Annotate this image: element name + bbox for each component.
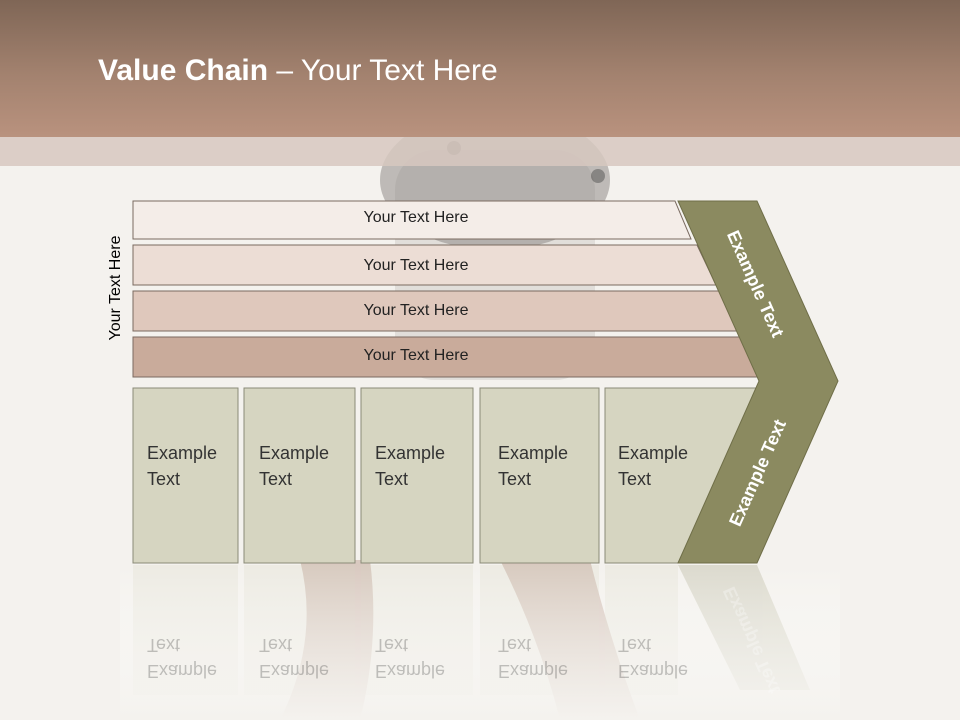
cell-2-reflection: Example Text: [259, 632, 329, 684]
cell-5-reflection: Example Text: [618, 632, 688, 684]
cell-4-reflection-line2: Text: [498, 635, 532, 655]
cell-2-line1: Example: [259, 443, 330, 463]
header-band: [0, 0, 960, 137]
cell-2-line2: Text: [259, 469, 293, 489]
cell-3-line1: Example: [375, 443, 446, 463]
cell-1-reflection-line1: Example: [147, 661, 218, 681]
chevron-shape: [677, 200, 839, 564]
cell-1-line2: Text: [147, 469, 181, 489]
bar-1-shape: [132, 200, 692, 240]
cell-2-shape: [243, 387, 356, 564]
cell-4-line2: Text: [498, 469, 532, 489]
bar-2-label: Your Text Here: [363, 257, 469, 274]
cell-3-reflection: Example Text: [375, 632, 445, 684]
cell-2-reflection-line1: Example: [259, 661, 330, 681]
cell-3-line2: Text: [375, 469, 409, 489]
cell-4-line1: Example: [498, 443, 569, 463]
cell-1-shape: [132, 387, 239, 564]
cell-3-shape: [360, 387, 474, 564]
bar-1-label: Your Text Here: [363, 209, 469, 226]
cell-1-line1: Example: [147, 443, 218, 463]
title-bold: Value Chain: [98, 54, 269, 87]
cell-4-reflection-line1: Example: [498, 661, 569, 681]
side-label: Your Text Here: [107, 235, 124, 341]
cell-1-reflection-line2: Text: [147, 635, 181, 655]
cell-3-reflection-line2: Text: [375, 635, 409, 655]
cell-5-reflection-line1: Example: [618, 661, 689, 681]
cell-4-shape: [479, 387, 600, 564]
slide-title: Value Chain – Your Text Here: [98, 54, 498, 94]
cell-5-line2: Text: [618, 469, 652, 489]
bar-4-label: Your Text Here: [363, 347, 469, 364]
cell-5-reflection-line2: Text: [618, 635, 652, 655]
cell-1-reflection: Example Text: [147, 632, 217, 684]
cell-5-line1: Example: [618, 443, 689, 463]
header-strip: [0, 137, 960, 166]
cell-3-reflection-line1: Example: [375, 661, 446, 681]
cell-2-reflection-line2: Text: [259, 635, 293, 655]
cell-4-reflection: Example Text: [498, 632, 568, 684]
title-rest: – Your Text Here: [268, 54, 498, 87]
bar-3-label: Your Text Here: [363, 302, 469, 319]
